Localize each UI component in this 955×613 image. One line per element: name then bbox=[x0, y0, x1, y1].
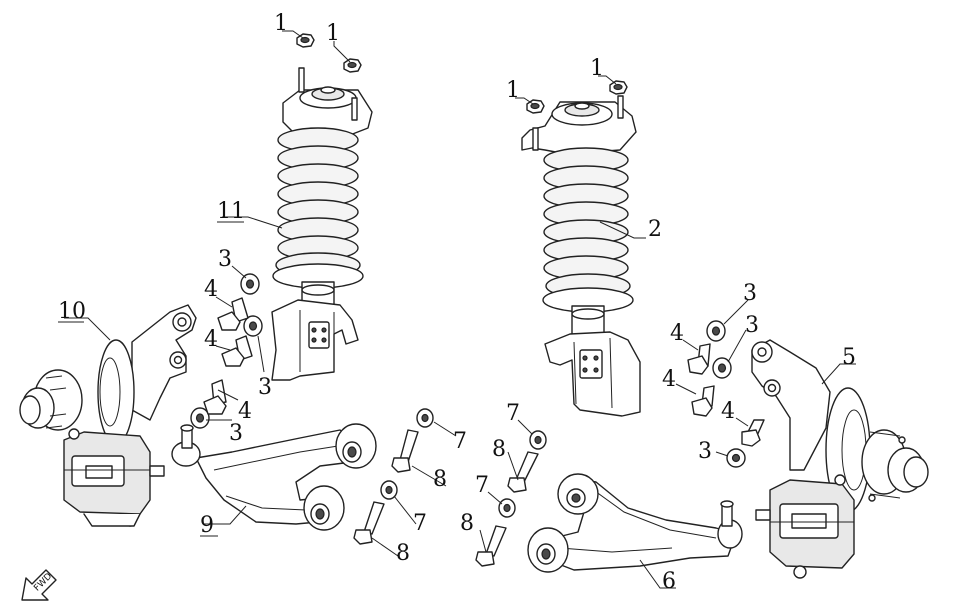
left-strut-assembly bbox=[271, 67, 373, 381]
callout-left-knuckle: 10 bbox=[58, 299, 86, 324]
callout-r-bolt-1: 4 bbox=[670, 321, 684, 346]
callout-r-washer-2: 3 bbox=[745, 313, 759, 338]
right-lower-arm bbox=[527, 473, 743, 573]
callout-l-bolt-1: 4 bbox=[204, 277, 218, 302]
arm-nuts bbox=[380, 408, 547, 518]
callout-nut-d: 1 bbox=[590, 56, 604, 81]
callout-r-bolt-2: 4 bbox=[662, 367, 676, 392]
callout-right-strut: 2 bbox=[648, 217, 662, 242]
callout-nut-c: 1 bbox=[506, 78, 520, 103]
callout-underlines bbox=[58, 221, 244, 537]
callout-r-washer-1: 3 bbox=[743, 281, 757, 306]
right-bolts bbox=[687, 343, 765, 447]
callout-nut-a: 1 bbox=[274, 11, 288, 36]
left-coil-spring bbox=[275, 127, 361, 278]
right-knuckle-assembly bbox=[751, 339, 929, 579]
callout-arm-nut-3: 7 bbox=[506, 401, 520, 426]
callout-arm-bolt-1: 8 bbox=[433, 467, 447, 492]
callout-right-arm: 6 bbox=[662, 569, 676, 594]
callout-r-washer-3: 3 bbox=[698, 439, 712, 464]
callout-left-strut: 11 bbox=[217, 199, 245, 224]
callout-arm-bolt-3: 8 bbox=[492, 437, 506, 462]
right-coil-spring bbox=[543, 147, 631, 299]
left-lower-arm bbox=[171, 423, 377, 531]
fwd-arrow-icon: FWD bbox=[21, 569, 57, 601]
callout-l-washer-3: 3 bbox=[229, 421, 243, 446]
callout-right-knuckle: 5 bbox=[842, 345, 856, 370]
callout-labels: 1 1 1 1 2 3 3 3 3 3 3 4 4 4 4 4 4 5 6 7 … bbox=[58, 11, 856, 594]
callout-l-washer-1: 3 bbox=[218, 247, 232, 272]
callout-arm-nut-4: 7 bbox=[475, 473, 489, 498]
callout-l-washer-2: 3 bbox=[258, 375, 272, 400]
callout-arm-bolt-4: 8 bbox=[460, 511, 474, 536]
callout-r-bolt-3: 4 bbox=[721, 399, 735, 424]
arm-bolts bbox=[353, 429, 539, 567]
callout-left-arm: 9 bbox=[200, 513, 214, 538]
left-knuckle-assembly bbox=[19, 304, 197, 527]
leader-lines bbox=[64, 30, 856, 589]
callout-arm-nut-1: 7 bbox=[453, 429, 467, 454]
left-washers bbox=[190, 273, 263, 429]
left-bolts bbox=[203, 297, 253, 415]
callout-arm-bolt-2: 8 bbox=[396, 541, 410, 566]
right-strut-assembly bbox=[521, 95, 641, 417]
callout-arm-nut-2: 7 bbox=[413, 511, 427, 536]
callout-l-bolt-2: 4 bbox=[204, 327, 218, 352]
right-washers bbox=[706, 320, 746, 468]
callout-nut-b: 1 bbox=[326, 21, 340, 46]
callout-l-bolt-3: 4 bbox=[238, 399, 252, 424]
